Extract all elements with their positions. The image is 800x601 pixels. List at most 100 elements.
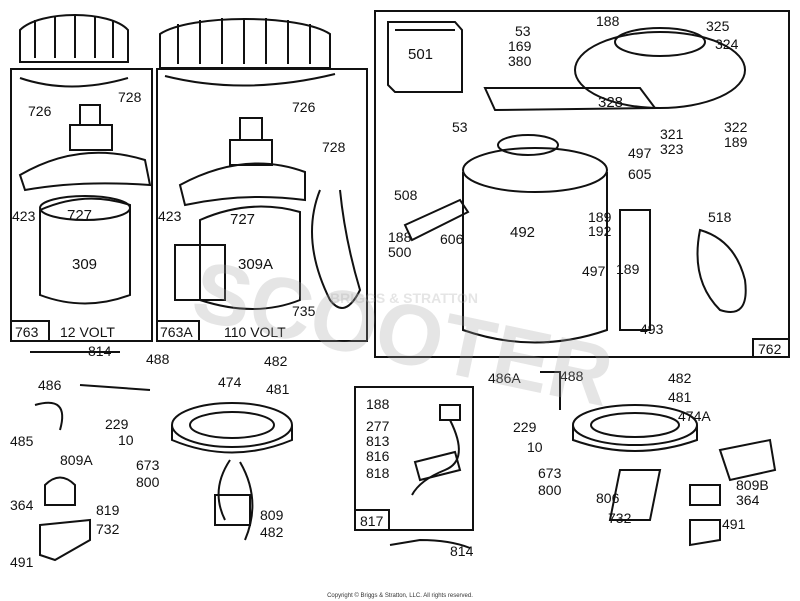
callout-323: 323 bbox=[660, 141, 684, 157]
callout-325: 325 bbox=[706, 18, 730, 34]
panel-763a-tag bbox=[156, 320, 200, 342]
callout-491-b: 491 bbox=[722, 516, 746, 532]
callout-423-a: 423 bbox=[12, 208, 36, 224]
flywheel-fins-left bbox=[19, 14, 129, 88]
callout-727-b: 727 bbox=[230, 211, 256, 228]
callout-380: 380 bbox=[508, 53, 532, 69]
callout-189-a: 189 bbox=[724, 134, 748, 150]
callout-482-c: 482 bbox=[668, 370, 692, 386]
callout-488-b: 488 bbox=[560, 368, 584, 384]
alternator-assembly bbox=[387, 21, 747, 344]
callout-497-a: 497 bbox=[628, 145, 652, 161]
callout-816: 816 bbox=[366, 448, 390, 464]
callout-728-b: 728 bbox=[322, 139, 346, 155]
callout-324: 324 bbox=[715, 36, 739, 52]
callout-309a: 309A bbox=[238, 256, 274, 273]
callout-486a: 486A bbox=[488, 370, 521, 386]
callout-735: 735 bbox=[292, 303, 316, 319]
callout-10-b: 10 bbox=[527, 439, 543, 455]
callout-53-b: 53 bbox=[452, 119, 468, 135]
callout-188-a: 188 bbox=[596, 13, 620, 29]
callout-806: 806 bbox=[596, 490, 620, 506]
copyright-footer: Copyright © Briggs & Stratton, LLC. All … bbox=[327, 593, 473, 599]
callout-474a: 474A bbox=[678, 408, 711, 424]
callout-481: 481 bbox=[266, 381, 290, 397]
callout-809: 809 bbox=[260, 507, 284, 523]
callout-485: 485 bbox=[10, 433, 34, 449]
panel-762-tag bbox=[752, 338, 790, 358]
callout-497-b: 497 bbox=[582, 263, 606, 279]
callout-732-a: 732 bbox=[96, 521, 120, 537]
callout-277: 277 bbox=[366, 418, 390, 434]
callout-508: 508 bbox=[394, 187, 418, 203]
callout-809b: 809B bbox=[736, 477, 769, 493]
callout-169: 169 bbox=[508, 38, 532, 54]
stator-assembly-left bbox=[30, 351, 293, 562]
callout-328: 328 bbox=[598, 94, 624, 111]
panel-763-tag bbox=[10, 320, 50, 342]
panel-762-id: 762 bbox=[758, 341, 782, 357]
callout-500: 500 bbox=[388, 244, 412, 260]
callout-192: 192 bbox=[588, 223, 612, 239]
callout-321: 321 bbox=[660, 126, 684, 142]
callout-727-a: 727 bbox=[67, 207, 93, 224]
panel-763-caption: 12 VOLT bbox=[60, 324, 115, 340]
callout-606: 606 bbox=[440, 231, 464, 247]
callout-809a: 809A bbox=[60, 452, 93, 468]
callout-364-a: 364 bbox=[10, 497, 34, 513]
panel-817-frame bbox=[354, 386, 474, 531]
panel-817-id: 817 bbox=[360, 513, 384, 529]
callout-518: 518 bbox=[708, 209, 732, 225]
callout-814-b: 814 bbox=[450, 543, 474, 559]
callout-673-a: 673 bbox=[136, 457, 160, 473]
callout-813: 813 bbox=[366, 433, 390, 449]
callout-481-b: 481 bbox=[668, 389, 692, 405]
callout-474: 474 bbox=[218, 374, 242, 390]
callout-364-b: 364 bbox=[736, 492, 760, 508]
callout-800-a: 800 bbox=[136, 474, 160, 490]
callout-188-b: 188 bbox=[388, 229, 412, 245]
callout-726-b: 726 bbox=[292, 99, 316, 115]
callout-726-a: 726 bbox=[28, 103, 52, 119]
panel-763a-frame bbox=[156, 68, 368, 342]
callout-605: 605 bbox=[628, 166, 652, 182]
callout-322: 322 bbox=[724, 119, 748, 135]
callout-423-b: 423 bbox=[158, 208, 182, 224]
starter-motor-110v bbox=[174, 117, 362, 310]
callout-10-a: 10 bbox=[118, 432, 134, 448]
panel-763a-caption: 110 VOLT bbox=[224, 324, 286, 340]
callout-188-c: 188 bbox=[366, 396, 390, 412]
callout-732-b: 732 bbox=[608, 510, 632, 526]
starter-motor-12v bbox=[18, 104, 152, 305]
callout-189-b: 189 bbox=[588, 209, 612, 225]
callout-818: 818 bbox=[366, 465, 390, 481]
callout-309: 309 bbox=[72, 256, 98, 273]
callout-482-b: 482 bbox=[260, 524, 284, 540]
callout-229-a: 229 bbox=[105, 416, 129, 432]
flywheel-fins-middle bbox=[159, 18, 336, 87]
callout-53-a: 53 bbox=[515, 23, 531, 39]
callout-819: 819 bbox=[96, 502, 120, 518]
callout-488-a: 488 bbox=[146, 351, 170, 367]
callout-492: 492 bbox=[510, 224, 536, 241]
watermark-sub: BRIGGS & STRATTON bbox=[330, 290, 479, 306]
rectifier-kit-817 bbox=[389, 404, 471, 549]
callout-491-a: 491 bbox=[10, 554, 34, 570]
panel-763-frame bbox=[10, 68, 153, 342]
callout-229-b: 229 bbox=[513, 419, 537, 435]
panel-817-tag bbox=[354, 509, 390, 531]
callout-493: 493 bbox=[640, 321, 664, 337]
callout-189-c: 189 bbox=[616, 261, 640, 277]
stator-assembly-right bbox=[540, 371, 777, 547]
panel-763-id: 763 bbox=[15, 324, 39, 340]
callout-814-a: 814 bbox=[88, 343, 112, 359]
callout-486: 486 bbox=[38, 377, 62, 393]
callout-482-a: 482 bbox=[264, 353, 288, 369]
callout-800-b: 800 bbox=[538, 482, 562, 498]
callout-728-a: 728 bbox=[118, 89, 142, 105]
panel-763a-id: 763A bbox=[160, 324, 193, 340]
panel-762-frame bbox=[374, 10, 790, 358]
callout-501: 501 bbox=[408, 46, 434, 63]
